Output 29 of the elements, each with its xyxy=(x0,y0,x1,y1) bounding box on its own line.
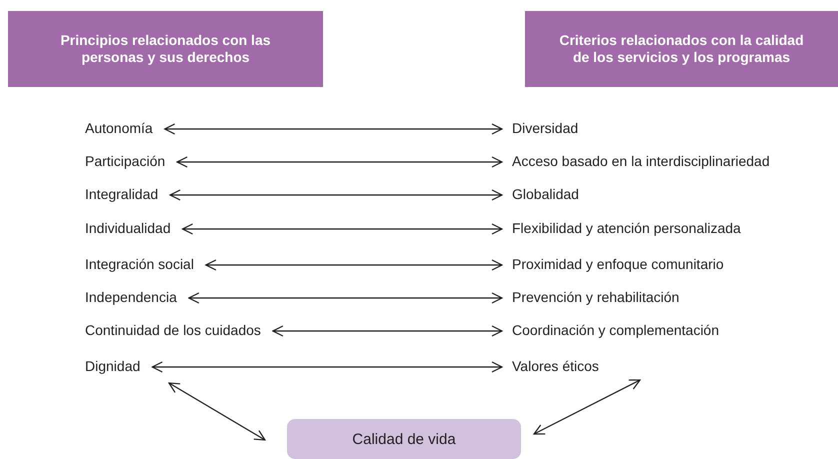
arrow xyxy=(168,382,266,441)
arrow xyxy=(164,123,503,135)
criterion-text: Prevención y rehabilitación xyxy=(512,287,834,307)
criterion-text: Coordinación y complementación xyxy=(512,320,834,340)
arrow xyxy=(182,223,503,235)
heading-box: Principios relacionados con las personas y sus derechos xyxy=(8,11,323,87)
principle-text: Continuidad de los cuidados xyxy=(85,320,310,340)
criterion-text: Globalidad xyxy=(512,184,834,204)
heading-box: Criterios relacionados con la calidad de los servicios y los programas xyxy=(525,11,838,87)
arrow xyxy=(176,156,503,168)
criterion-text: Flexibilidad y atención personalizada xyxy=(512,218,834,238)
arrow xyxy=(533,379,641,435)
criterion-text: Proximidad y enfoque comunitario xyxy=(512,254,834,274)
result-box: Calidad de vida xyxy=(287,419,521,459)
criterion-text: Acceso basado en la interdisciplinariedad xyxy=(512,151,834,171)
arrow xyxy=(188,292,503,304)
criterion-text: Valores éticos xyxy=(512,356,834,376)
principle-text: Dignidad xyxy=(85,356,310,376)
arrow xyxy=(272,325,503,337)
criterion-text: Diversidad xyxy=(512,118,834,138)
arrow xyxy=(152,361,503,373)
arrow xyxy=(205,259,503,271)
principle-text: Integración social xyxy=(85,254,310,274)
arrow xyxy=(170,189,503,201)
principle-text: Autonomía xyxy=(85,118,310,138)
principle-text: Independencia xyxy=(85,287,310,307)
principle-text: Integralidad xyxy=(85,184,310,204)
principle-text: Participación xyxy=(85,151,310,171)
principle-text: Individualidad xyxy=(85,218,310,238)
